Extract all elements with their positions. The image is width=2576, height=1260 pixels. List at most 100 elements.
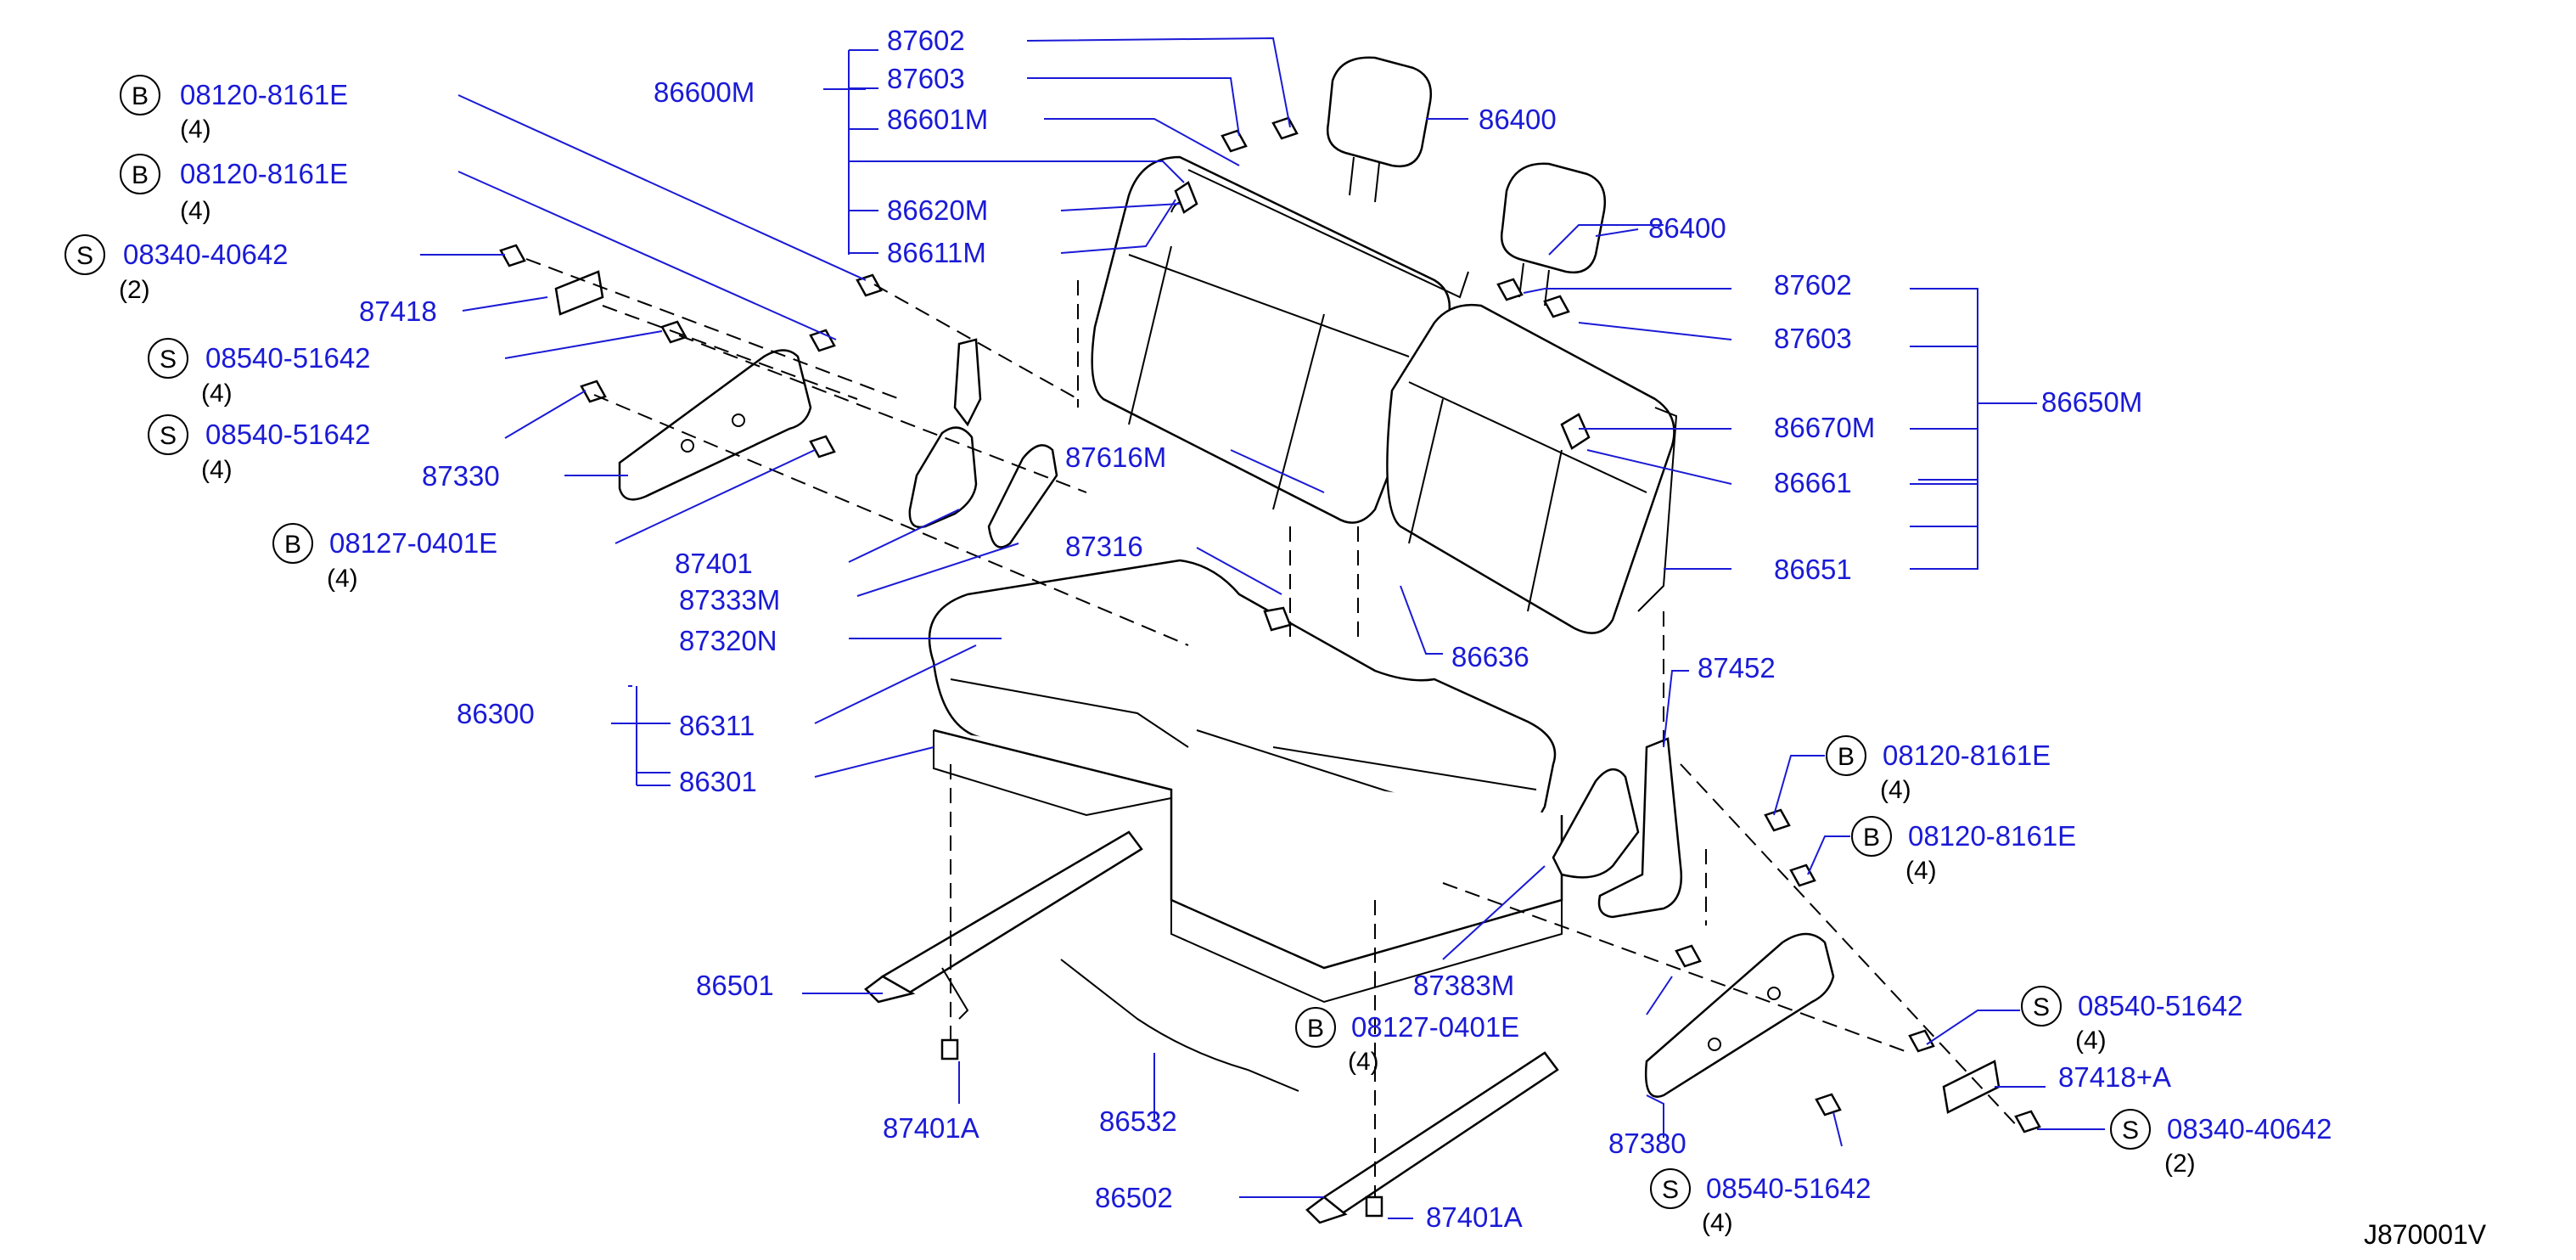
assembly-dash-lines — [525, 258, 2021, 1197]
hinge-bracket-left-drawing — [618, 349, 812, 501]
bracket-86300 — [611, 696, 671, 786]
part-number: 08540-51642 — [2078, 990, 2243, 1021]
pivot-plate-left-drawing — [908, 338, 1058, 548]
part-87602: 87602 — [1774, 269, 1852, 301]
part-87602: 87602 — [887, 25, 965, 56]
part-86400: 86400 — [1648, 212, 1726, 244]
part-86501: 86501 — [696, 970, 774, 1001]
part-86532: 86532 — [1099, 1105, 1177, 1137]
prefix-b: B — [1863, 824, 1880, 852]
bolt-icons — [499, 116, 2041, 1218]
part-87316: 87316 — [1065, 531, 1143, 562]
part-87616M: 87616M — [1065, 442, 1166, 473]
part-86650M: 86650M — [2041, 386, 2142, 418]
part-87418: 87418 — [359, 295, 437, 327]
bracket-87418-drawing — [554, 270, 604, 316]
part-drawings — [499, 56, 2041, 1224]
prefix-b: B — [284, 531, 301, 559]
part-87333M: 87333M — [679, 584, 780, 616]
prefix-s: S — [2122, 1117, 2139, 1145]
quantity: (4) — [201, 380, 233, 408]
quantity: (2) — [2164, 1150, 2196, 1178]
quantity: (4) — [180, 197, 211, 225]
part-number: 08340-40642 — [123, 239, 289, 270]
prefix-s: S — [2033, 993, 2050, 1021]
part-86670M: 86670M — [1774, 412, 1875, 443]
callout-08340-40642: S 08340-40642 (2) — [2110, 1109, 2332, 1178]
part-number: 08127-0401E — [1351, 1011, 1519, 1043]
quantity: (4) — [1880, 776, 1911, 804]
prefix-s: S — [76, 242, 93, 270]
diagram-code: J870001V — [2364, 1219, 2487, 1250]
quantity: (4) — [1905, 857, 1937, 885]
prefix-b: B — [132, 161, 149, 189]
callout-08540-51642: S 08540-51642 (4) — [148, 414, 371, 484]
part-number: 08120-8161E — [180, 158, 348, 189]
part-number: 08127-0401E — [329, 527, 497, 559]
part-86301: 86301 — [679, 766, 757, 797]
part-86661: 86661 — [1774, 467, 1852, 498]
callout-08540-51642: S 08540-51642 (4) — [1650, 1168, 1872, 1237]
part-87452: 87452 — [1698, 652, 1776, 683]
part-87380: 87380 — [1608, 1128, 1686, 1159]
part-number: 08540-51642 — [205, 419, 371, 450]
hinge-bracket-right-drawing — [1645, 932, 1835, 1098]
part-86636: 86636 — [1451, 641, 1529, 672]
part-number: 08120-8161E — [1883, 740, 2051, 771]
part-86651: 86651 — [1774, 554, 1852, 585]
part-87401A: 87401A — [1426, 1201, 1523, 1233]
callout-08120-8161E: B 08120-8161E (4) — [1851, 816, 2076, 885]
part-87418+A: 87418+A — [2058, 1061, 2171, 1093]
prefix-b: B — [1838, 743, 1855, 771]
part-number: 08540-51642 — [1706, 1173, 1872, 1204]
callout-08540-51642: S 08540-51642 (4) — [2021, 986, 2243, 1055]
part-number: 08120-8161E — [180, 79, 348, 110]
quantity: (4) — [327, 565, 358, 593]
part-87401A: 87401A — [883, 1112, 979, 1144]
prefix-s: S — [160, 346, 177, 374]
callout-08540-51642: S 08540-51642 (4) — [148, 338, 371, 408]
part-86611M: 86611M — [887, 237, 986, 268]
prefix-s: S — [1662, 1176, 1679, 1204]
callout-08340-40642: S 08340-40642 (2) — [65, 234, 289, 304]
bracket-87418A-drawing — [1942, 1060, 2001, 1114]
leader-lines — [420, 37, 2105, 1219]
part-86620M: 86620M — [887, 194, 988, 226]
prefix-b: B — [1307, 1015, 1324, 1043]
prefix-b: B — [132, 82, 149, 110]
part-87383M: 87383M — [1413, 970, 1514, 1001]
part-86311: 86311 — [679, 710, 755, 741]
slide-rail-right-drawing — [1305, 1051, 1559, 1224]
part-86601M: 86601M — [887, 104, 988, 135]
bracket-86600M — [823, 49, 878, 255]
part-86600M: 86600M — [654, 76, 755, 108]
callout-08120-8161E: B 08120-8161E (4) — [120, 75, 348, 143]
bracket-86650M — [1910, 288, 1978, 570]
part-87320N: 87320N — [679, 625, 777, 656]
seat-cushion-drawing — [928, 559, 1563, 1004]
part-86300: 86300 — [457, 698, 535, 729]
seatback-right-drawing — [1386, 304, 1678, 634]
recliner-right-drawing — [1552, 737, 1683, 919]
part-number: 08540-51642 — [205, 342, 371, 374]
callout-08127-0401E: B 08127-0401E (4) — [272, 523, 497, 593]
quantity: (4) — [1702, 1209, 1733, 1237]
quantity: (4) — [180, 115, 211, 143]
part-87603: 87603 — [887, 63, 965, 94]
slide-rail-left-drawing — [864, 830, 1143, 1020]
headrest-left-drawing — [1326, 56, 1433, 203]
callout-08120-8161E: B 08120-8161E (4) — [1826, 735, 2051, 804]
part-86400: 86400 — [1479, 104, 1557, 135]
headrest-right-drawing — [1500, 162, 1607, 307]
part-number: 08340-40642 — [2167, 1113, 2332, 1145]
quantity: (4) — [201, 456, 233, 484]
part-87330: 87330 — [422, 460, 500, 492]
quantity: (4) — [1348, 1048, 1379, 1076]
part-number: 08120-8161E — [1908, 820, 2076, 852]
callout-08120-8161E: B 08120-8161E (4) — [120, 154, 348, 225]
part-87401: 87401 — [675, 548, 753, 579]
quantity: (4) — [2075, 1027, 2107, 1055]
connecting-wire-drawing — [1060, 959, 1299, 1092]
part-87603: 87603 — [1774, 323, 1852, 354]
